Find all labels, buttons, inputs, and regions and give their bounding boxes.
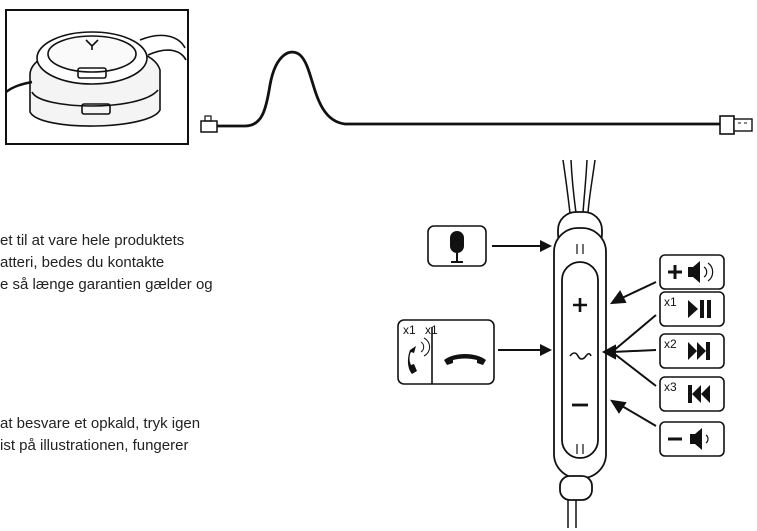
usb-cable-icon bbox=[200, 50, 753, 135]
microphone-icon bbox=[427, 225, 487, 267]
next-track-count-label: x2 bbox=[664, 337, 677, 351]
next-track-icon bbox=[688, 342, 710, 360]
paragraph-line: e så længe garantien gælder og bbox=[0, 276, 213, 293]
call-control-box bbox=[397, 319, 495, 385]
paragraph-warranty: et til at vare hele produktets atteri, b… bbox=[0, 230, 213, 296]
play-pause-count-label: x1 bbox=[664, 295, 677, 309]
play-pause-box bbox=[659, 291, 725, 327]
remote-cables bbox=[562, 159, 596, 528]
volume-up-icon bbox=[668, 261, 714, 283]
call-answer-icon bbox=[407, 337, 431, 374]
paragraph-line: ist på illustrationen, fungerer bbox=[0, 437, 189, 454]
headset-illustration bbox=[5, 9, 189, 145]
hang-up-icon bbox=[444, 354, 486, 365]
paragraph-line: atteri, bedes du kontakte bbox=[0, 254, 165, 271]
right-arrows bbox=[601, 281, 657, 427]
prev-track-count-label: x3 bbox=[664, 380, 677, 394]
play-pause-icon bbox=[688, 300, 711, 318]
paragraph-call: at besvare et opkald, tryk igen ist på i… bbox=[0, 413, 200, 457]
volume-down-icon bbox=[668, 428, 709, 450]
paragraph-line: et til at vare hele produktets bbox=[0, 232, 185, 249]
call-count-label-1: x1 bbox=[403, 323, 416, 337]
paragraph-line: at besvare et opkald, tryk igen bbox=[0, 415, 201, 432]
headset-icon bbox=[5, 31, 187, 127]
previous-track-icon bbox=[688, 385, 710, 403]
previous-track-box bbox=[659, 376, 725, 412]
call-count-label-2: x1 bbox=[425, 323, 438, 337]
remote-control bbox=[553, 211, 607, 501]
volume-up-box bbox=[659, 254, 725, 290]
next-track-box bbox=[659, 333, 725, 369]
volume-down-box bbox=[659, 421, 725, 457]
